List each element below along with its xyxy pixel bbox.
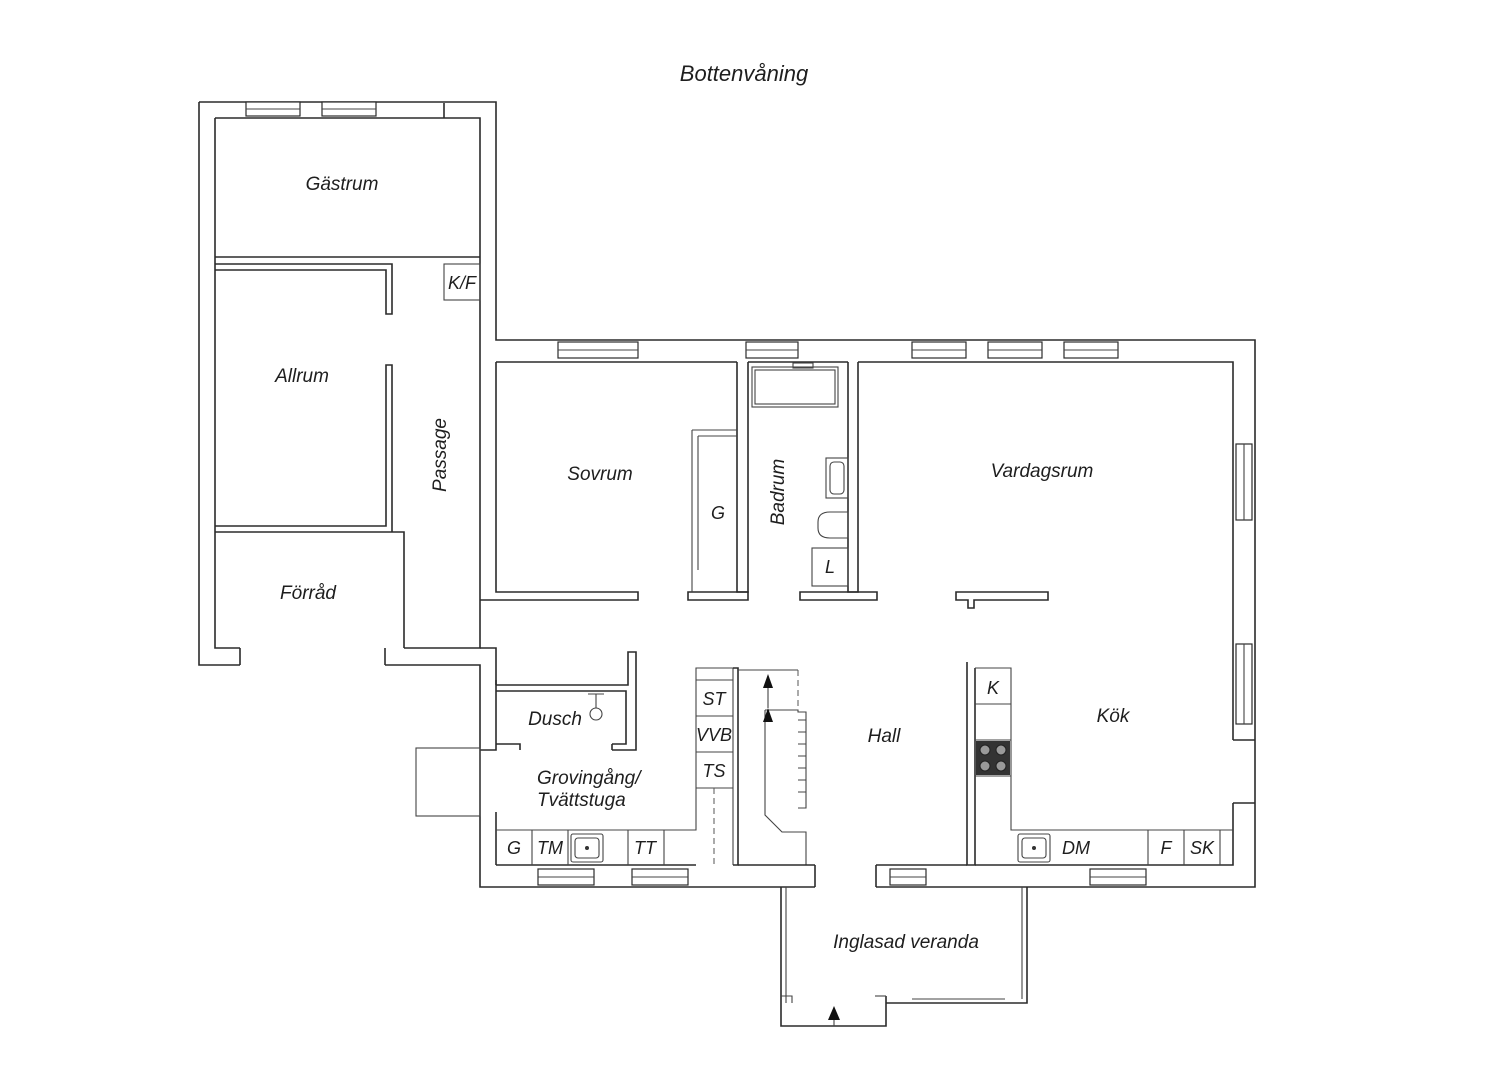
fixture-label-vvb: VVB xyxy=(696,725,732,745)
floor-title: Bottenvåning xyxy=(680,61,809,86)
windows xyxy=(245,101,1253,886)
fixture-label-k: K xyxy=(987,678,1000,698)
room-label-veranda: Inglasad veranda xyxy=(833,932,979,953)
room-label-forrad: Förråd xyxy=(280,583,337,604)
room-label-kok: Kök xyxy=(1097,706,1131,727)
room-label-hall: Hall xyxy=(868,726,902,747)
fixture-label-laundry-g: G xyxy=(507,838,521,858)
fixture-label-f: F xyxy=(1161,838,1173,858)
room-label-gastrum: Gästrum xyxy=(306,174,379,195)
room-label-badrum: Badrum xyxy=(768,459,789,526)
fixture-label-tm: TM xyxy=(537,838,563,858)
fixture-label-l: L xyxy=(825,557,835,577)
fixture-label-wardrobe-g: G xyxy=(711,503,725,523)
room-label-sovrum: Sovrum xyxy=(567,464,632,485)
fixture-label-kf: K/F xyxy=(448,273,477,293)
fixture-label-ts: TS xyxy=(702,761,725,781)
bedroom-bath-partitions xyxy=(480,362,1049,609)
room-label-allrum: Allrum xyxy=(274,366,329,387)
fixture-label-dm: DM xyxy=(1062,838,1090,858)
laundry-partitions xyxy=(415,647,734,865)
veranda xyxy=(738,864,1028,1027)
outer-walls xyxy=(198,101,1256,888)
room-label-grovingang-line1: Grovingång/ xyxy=(537,768,642,789)
fixture-label-st: ST xyxy=(702,689,727,709)
fixture-label-sk: SK xyxy=(1190,838,1215,858)
kitchen-fixtures xyxy=(966,662,1233,866)
room-label-grovingang-line2: Tvättstuga xyxy=(537,790,626,811)
room-label-passage: Passage xyxy=(430,418,451,492)
fixture-label-tt: TT xyxy=(634,838,658,858)
room-label-dusch: Dusch xyxy=(528,709,582,730)
stair-block xyxy=(733,667,807,866)
room-label-vardagsrum: Vardagsrum xyxy=(991,461,1094,482)
left-wing-partitions xyxy=(215,103,481,648)
